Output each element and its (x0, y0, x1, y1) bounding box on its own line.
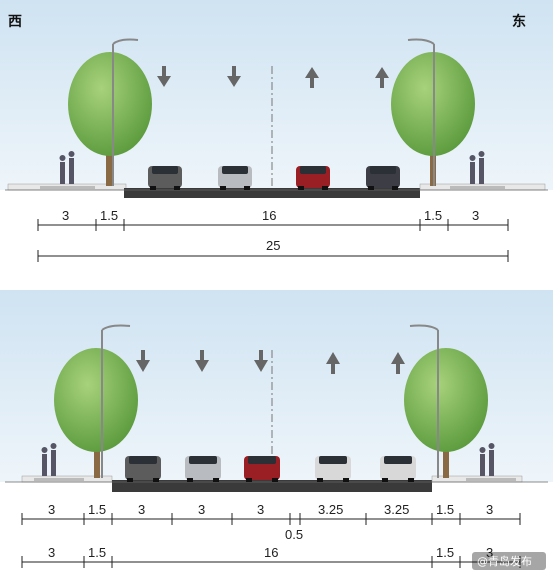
dim-east-buffer-2: 1.5 (436, 545, 454, 560)
lane-arrow-down-3 (254, 350, 268, 372)
watermark-text: @青岛发布 (477, 554, 532, 568)
car-silver-hatchback (185, 456, 221, 482)
car-white-sedan-1 (315, 456, 351, 482)
tree-west (68, 52, 152, 186)
streetlamp-west (101, 324, 131, 478)
lane-arrow-up-1 (326, 352, 340, 374)
dim-west-buffer: 1.5 (88, 502, 106, 517)
streetlamp-east (407, 38, 435, 186)
tree-east (404, 348, 488, 478)
dim-carriageway-2: 16 (264, 545, 278, 560)
dim-lane-2: 3 (198, 502, 205, 517)
dim-east-sidewalk: 3 (486, 502, 493, 517)
dim-west-buffer: 1.5 (100, 208, 118, 223)
dim-east-buffer: 1.5 (436, 502, 454, 517)
car-gray-suv (148, 166, 182, 190)
dim-lane-4: 3.25 (318, 502, 343, 517)
streetlamp-east (409, 324, 439, 478)
cross-section-current: 西 东 (0, 0, 553, 282)
dim-east-sidewalk-2: 3 (486, 545, 493, 560)
dim-east-sidewalk: 3 (472, 208, 479, 223)
pedestrians-west (59, 151, 75, 184)
lane-arrow-down-1 (136, 350, 150, 372)
car-red-sedan (296, 166, 330, 190)
lane-arrow-up-2 (375, 67, 389, 88)
road-surface (5, 475, 548, 492)
dimension-row-2: 3 1.5 16 1.5 3 (21, 545, 521, 568)
lane-arrow-down-2 (227, 66, 241, 87)
watermark: @青岛发布 (472, 552, 546, 570)
tree-west (54, 348, 138, 478)
car-dark-sedan (366, 166, 400, 190)
cross-section-planned: 3 1.5 3 3 3 3.25 3.25 1.5 3 0.5 3 1.5 16… (0, 290, 553, 577)
dim-center-median: 0.5 (285, 527, 303, 542)
car-gray-suv (125, 456, 161, 482)
dim-lane-5: 3.25 (384, 502, 409, 517)
lane-arrow-down-1 (157, 66, 171, 87)
lane-arrow-down-2 (195, 350, 209, 372)
car-white-sedan-2 (380, 456, 416, 482)
dimension-row-1: 3 1.5 16 1.5 3 (37, 208, 509, 231)
pedestrians-east (479, 443, 495, 476)
dimension-row-1: 3 1.5 3 3 3 3.25 3.25 1.5 3 0.5 (21, 502, 521, 542)
streetlamp-west (112, 38, 139, 186)
dim-west-sidewalk: 3 (48, 502, 55, 517)
pedestrians-west (41, 443, 57, 476)
dim-carriageway: 16 (262, 208, 276, 223)
dimension-row-2: 25 (37, 238, 509, 262)
west-label: 西 (8, 14, 22, 30)
dim-total-width: 25 (266, 238, 280, 253)
ground-white (0, 190, 553, 282)
dim-west-buffer-2: 1.5 (88, 545, 106, 560)
car-red-sedan (244, 456, 280, 482)
pedestrians-east (469, 151, 485, 184)
dim-lane-1: 3 (138, 502, 145, 517)
road-surface (5, 183, 548, 198)
ground-white (0, 482, 553, 577)
lane-arrow-up-1 (305, 67, 319, 88)
dim-west-sidewalk: 3 (62, 208, 69, 223)
dim-east-buffer: 1.5 (424, 208, 442, 223)
dim-west-sidewalk-2: 3 (48, 545, 55, 560)
dim-lane-3: 3 (257, 502, 264, 517)
car-silver-hatchback (218, 166, 252, 190)
east-label: 东 (512, 13, 526, 30)
lane-arrow-up-2 (391, 352, 405, 374)
